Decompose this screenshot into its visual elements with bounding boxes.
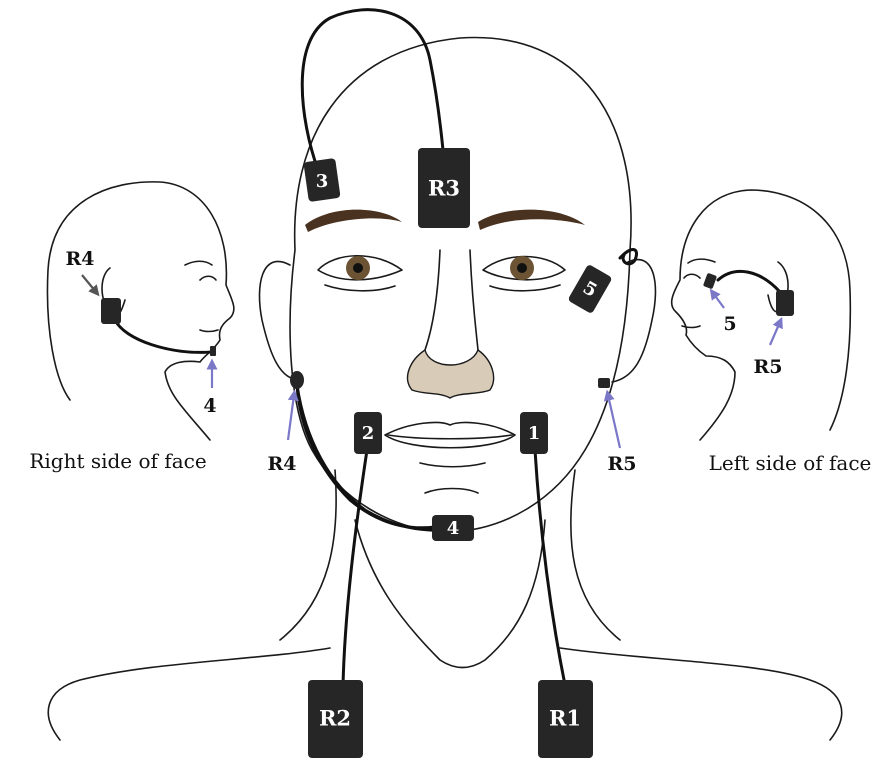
electrode-r1: R1 — [538, 680, 593, 758]
wire-e2-r2 — [343, 450, 367, 685]
svg-text:3: 3 — [316, 171, 329, 192]
left-profile-electrode-r5 — [776, 290, 794, 316]
right-profile-electrode-4 — [210, 346, 216, 356]
wire-e3-r3 — [302, 10, 443, 170]
neck-outline — [280, 470, 620, 640]
right-profile-figure: R4 4 Right side of face — [29, 182, 234, 473]
svg-text:R1: R1 — [549, 706, 581, 731]
right-eyebrow — [305, 210, 402, 232]
nose — [408, 350, 494, 398]
right-ear — [259, 261, 300, 380]
left-profile-electrode-5 — [703, 273, 717, 290]
electrode-r3: R3 — [418, 148, 470, 228]
right-profile-callout-r4: R4 — [65, 248, 94, 270]
electrode-3: 3 — [303, 158, 340, 202]
electrode-4: 4 — [432, 515, 474, 541]
left-profile-callout-5: 5 — [723, 313, 736, 335]
left-eyebrow — [478, 210, 585, 230]
electrode-5: 5 — [567, 264, 612, 314]
svg-text:R2: R2 — [319, 706, 351, 731]
svg-text:2: 2 — [362, 423, 375, 444]
left-ear — [612, 260, 655, 382]
electrode-r2: R2 — [308, 680, 363, 758]
right-profile-electrode-r4 — [101, 298, 121, 324]
svg-text:R3: R3 — [428, 176, 460, 201]
left-profile-head — [672, 190, 851, 440]
mouth — [385, 422, 515, 447]
left-profile-figure: 5 R5 Left side of face — [672, 190, 872, 475]
callout-r5: R5 — [607, 453, 636, 475]
electrode-r4-dot — [290, 371, 304, 389]
left-profile-caption: Left side of face — [709, 451, 872, 475]
svg-text:1: 1 — [528, 423, 541, 444]
shoulders-outline — [48, 648, 841, 740]
neck-line — [355, 520, 545, 668]
electrode-2: 2 — [354, 412, 382, 454]
svg-text:4: 4 — [447, 518, 460, 539]
right-profile-callout-4: 4 — [203, 395, 216, 417]
right-profile-caption: Right side of face — [29, 449, 206, 473]
electrode-r5-dot — [598, 378, 610, 388]
left-profile-callout-r5: R5 — [753, 356, 782, 378]
wire-e1-r1 — [535, 450, 565, 685]
electrode-1: 1 — [520, 412, 548, 454]
callout-r4: R4 — [267, 453, 296, 475]
